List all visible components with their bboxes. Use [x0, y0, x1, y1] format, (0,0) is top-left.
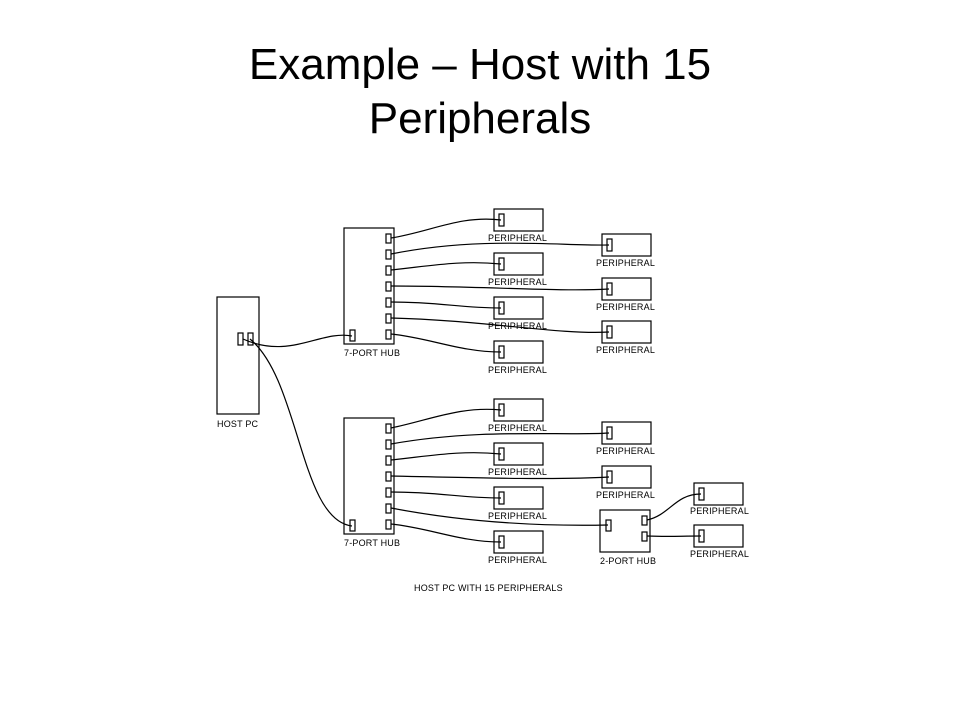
cable — [390, 262, 502, 271]
peripheral-label: PERIPHERAL — [488, 555, 547, 565]
hub-bottom-label: 7-PORT HUB — [344, 538, 400, 548]
title-line-2: Peripherals — [368, 94, 592, 143]
peripheral-box — [601, 421, 652, 445]
peripheral-label: PERIPHERAL — [488, 277, 547, 287]
peripheral-box — [693, 482, 744, 506]
peripheral-box — [493, 296, 544, 320]
cable — [390, 301, 502, 309]
hub-2port-label: 2-PORT HUB — [600, 556, 656, 566]
cable — [249, 338, 353, 527]
host-pc-box — [216, 296, 260, 415]
cable — [390, 242, 610, 255]
peripheral-label: PERIPHERAL — [596, 446, 655, 456]
peripheral-label: PERIPHERAL — [596, 345, 655, 355]
peripheral-box — [493, 530, 544, 554]
peripheral-label: PERIPHERAL — [596, 258, 655, 268]
peripheral-box — [493, 442, 544, 466]
cable — [390, 523, 502, 543]
cable — [390, 507, 609, 526]
peripheral-box — [493, 486, 544, 510]
cable — [390, 408, 502, 429]
diagram-caption: HOST PC WITH 15 PERIPHERALS — [414, 583, 563, 593]
peripheral-box — [601, 233, 652, 257]
peripheral-label: PERIPHERAL — [488, 511, 547, 521]
peripheral-label: PERIPHERAL — [690, 506, 749, 516]
peripheral-label: PERIPHERAL — [488, 423, 547, 433]
host-pc-label: HOST PC — [217, 419, 259, 429]
cable — [390, 475, 610, 480]
peripheral-box — [493, 252, 544, 276]
cable — [390, 317, 610, 333]
peripheral-label: PERIPHERAL — [488, 233, 547, 243]
peripheral-box — [601, 465, 652, 489]
peripheral-box — [493, 398, 544, 422]
cable — [390, 333, 502, 353]
cable — [390, 285, 610, 291]
cable — [242, 334, 353, 348]
peripheral-box — [601, 320, 652, 344]
peripheral-label: PERIPHERAL — [596, 490, 655, 500]
slide-title: Example – Host with 15 Peripherals — [0, 38, 960, 146]
peripheral-label: PERIPHERAL — [690, 549, 749, 559]
title-line-1: Example – Host with 15 — [248, 40, 712, 89]
peripheral-label: PERIPHERAL — [488, 321, 547, 331]
cable — [390, 452, 502, 461]
cable — [390, 432, 610, 445]
peripheral-label: PERIPHERAL — [488, 467, 547, 477]
cable — [390, 491, 502, 499]
peripheral-label: PERIPHERAL — [488, 365, 547, 375]
peripheral-box — [601, 277, 652, 301]
hub-2port-box — [599, 509, 651, 553]
peripheral-box — [493, 340, 544, 364]
cable — [646, 493, 702, 521]
peripheral-label: PERIPHERAL — [596, 302, 655, 312]
peripheral-box — [693, 524, 744, 548]
hub-top-label: 7-PORT HUB — [344, 348, 400, 358]
peripheral-box — [493, 208, 544, 232]
cable — [390, 218, 502, 239]
